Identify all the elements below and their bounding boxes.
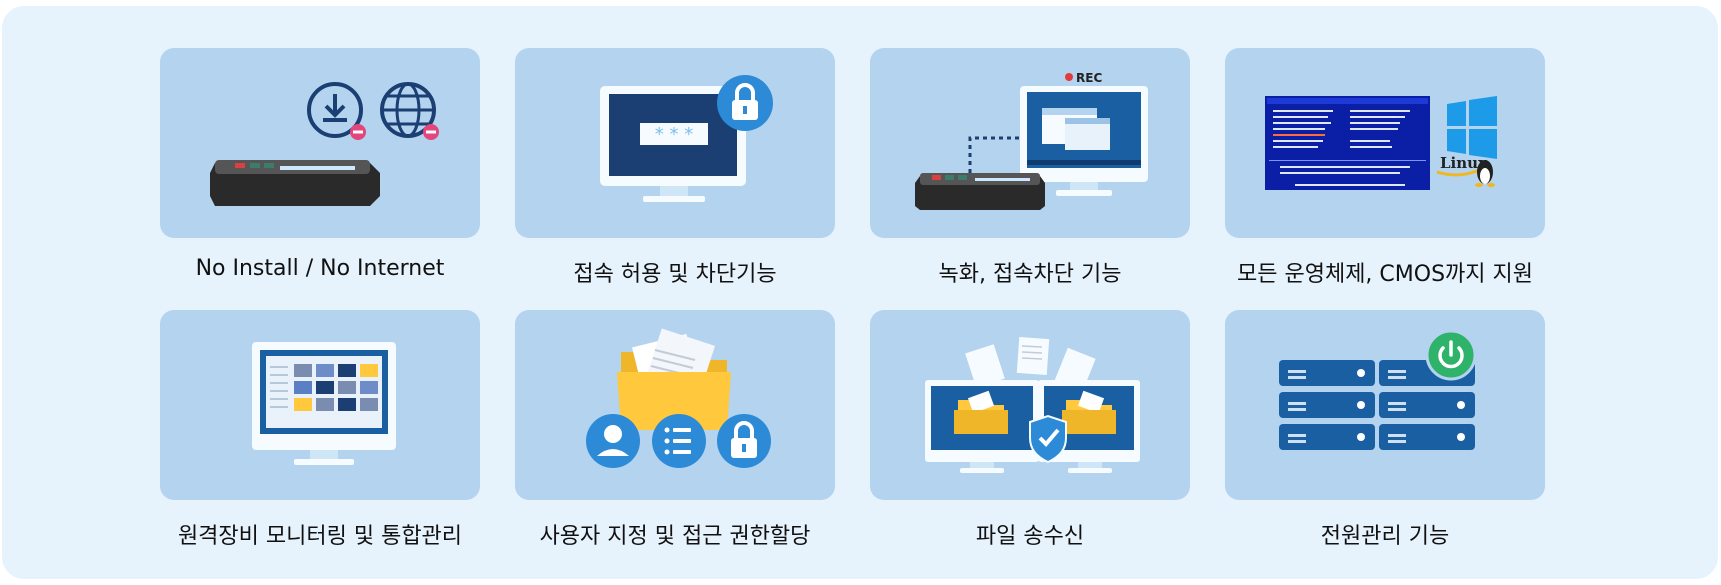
feature-label: 전원관리 기능 <box>1320 524 1450 549</box>
feature-card-os-support: Linux 모든 운영체제, CMOS까지 지원 <box>1225 48 1545 310</box>
features-panel: No Install / No Internet * * * 접속 허용 <box>2 6 1718 579</box>
server-power-icon <box>1279 329 1477 450</box>
feature-card-access-control: * * * 접속 허용 및 차단기능 <box>515 48 835 310</box>
feature-label: 접속 허용 및 차단기능 <box>573 262 777 287</box>
feature-tile: Linux <box>1225 48 1545 238</box>
feature-label: 모든 운영체제, CMOS까지 지원 <box>1237 262 1533 287</box>
rec-badge: REC <box>1076 71 1102 85</box>
monitor-password-lock-icon: * * * <box>600 75 773 202</box>
feature-tile <box>870 310 1190 500</box>
feature-label: 원격장비 모니터링 및 통합관리 <box>177 524 463 549</box>
feature-card-recording: REC <box>870 48 1190 310</box>
feature-label: No Install / No Internet <box>195 256 445 281</box>
feature-card-no-install: No Install / No Internet <box>160 48 480 310</box>
svg-text:* * *: * * * <box>655 124 693 145</box>
kvm-device-no-install-no-internet-icon <box>210 82 439 206</box>
folder-user-permission-icon <box>586 328 771 468</box>
feature-card-permissions: 사용자 지정 및 접근 권한할당 <box>515 310 835 572</box>
monitoring-dashboard-icon <box>252 342 396 465</box>
feature-tile: * * * <box>515 48 835 238</box>
feature-card-monitoring: 원격장비 모니터링 및 통합관리 <box>160 310 480 572</box>
feature-tile <box>1225 310 1545 500</box>
file-transfer-monitors-icon <box>925 336 1140 473</box>
feature-tile <box>515 310 835 500</box>
feature-tile <box>160 48 480 238</box>
feature-card-power: 전원관리 기능 <box>1225 310 1545 572</box>
feature-tile: REC <box>870 48 1190 238</box>
kvm-recording-monitor-icon: REC <box>915 71 1148 210</box>
feature-label: 사용자 지정 및 접근 권한할당 <box>539 524 811 549</box>
feature-card-file-transfer: 파일 송수신 <box>870 310 1190 572</box>
linux-label: Linux <box>1440 154 1488 172</box>
bios-windows-linux-icon: Linux <box>1265 96 1497 190</box>
feature-label: 녹화, 접속차단 기능 <box>938 262 1122 287</box>
feature-tile <box>160 310 480 500</box>
features-grid: No Install / No Internet * * * 접속 허용 <box>160 48 1545 572</box>
feature-label: 파일 송수신 <box>975 524 1085 549</box>
